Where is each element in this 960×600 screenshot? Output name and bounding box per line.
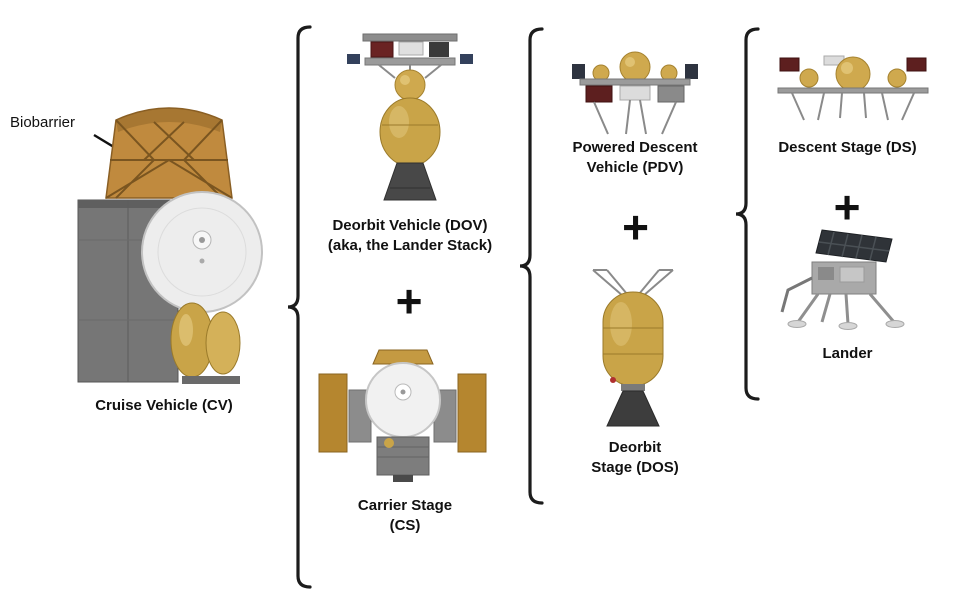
carrier-stage-label: Carrier Stage (CS)	[330, 496, 480, 535]
powered-descent-vehicle-label: Powered Descent Vehicle (PDV)	[555, 138, 715, 177]
biobarrier-label: Biobarrier	[10, 114, 76, 131]
antenna-dish-icon	[141, 191, 263, 313]
deorbit-vehicle-brace	[518, 26, 544, 506]
plus-sign: +	[395, 275, 423, 327]
lander-label: Lander	[822, 345, 873, 362]
descent-stage-label: Descent Stage (DS)	[778, 139, 917, 156]
deorbit-vehicle-graphic	[345, 30, 475, 210]
lander-graphic	[770, 226, 920, 341]
powered-descent-vehicle-label-line1: Powered Descent	[572, 139, 698, 156]
deorbit-stage-label-line2: Stage (DOS)	[591, 458, 679, 476]
biobarrier-truss-icon	[105, 107, 233, 199]
carrier-stage-label-line1: Carrier Stage	[357, 497, 453, 514]
powered-descent-vehicle-brace	[734, 26, 760, 402]
deorbit-stage-label-line1: Deorbit	[608, 439, 662, 456]
plus-sign: +	[622, 201, 649, 253]
powered-descent-vehicle-graphic	[570, 48, 700, 138]
carrier-stage-graphic	[315, 348, 490, 483]
deorbit-vehicle-label-line2: (aka, the Lander Stack)	[327, 236, 493, 254]
deorbit-stage-label: Deorbit Stage (DOS)	[570, 438, 700, 477]
propellant-tanks-icon	[170, 302, 241, 378]
deorbit-vehicle-label-line1: Deorbit Vehicle (DOV)	[332, 217, 488, 234]
plus-sign: +	[833, 181, 861, 233]
lander-stack-brace	[286, 24, 312, 590]
deorbit-vehicle-label: Deorbit Vehicle (DOV) (aka, the Lander S…	[320, 216, 500, 255]
cruise-vehicle-graphic	[64, 90, 264, 390]
descent-stage-graphic	[772, 52, 934, 124]
deorbit-stage-graphic	[583, 266, 683, 432]
carrier-stage-label-line2: (CS)	[389, 516, 421, 534]
cruise-vehicle-label: Cruise Vehicle (CV)	[95, 397, 233, 414]
powered-descent-vehicle-label-line2: Vehicle (PDV)	[586, 158, 684, 176]
